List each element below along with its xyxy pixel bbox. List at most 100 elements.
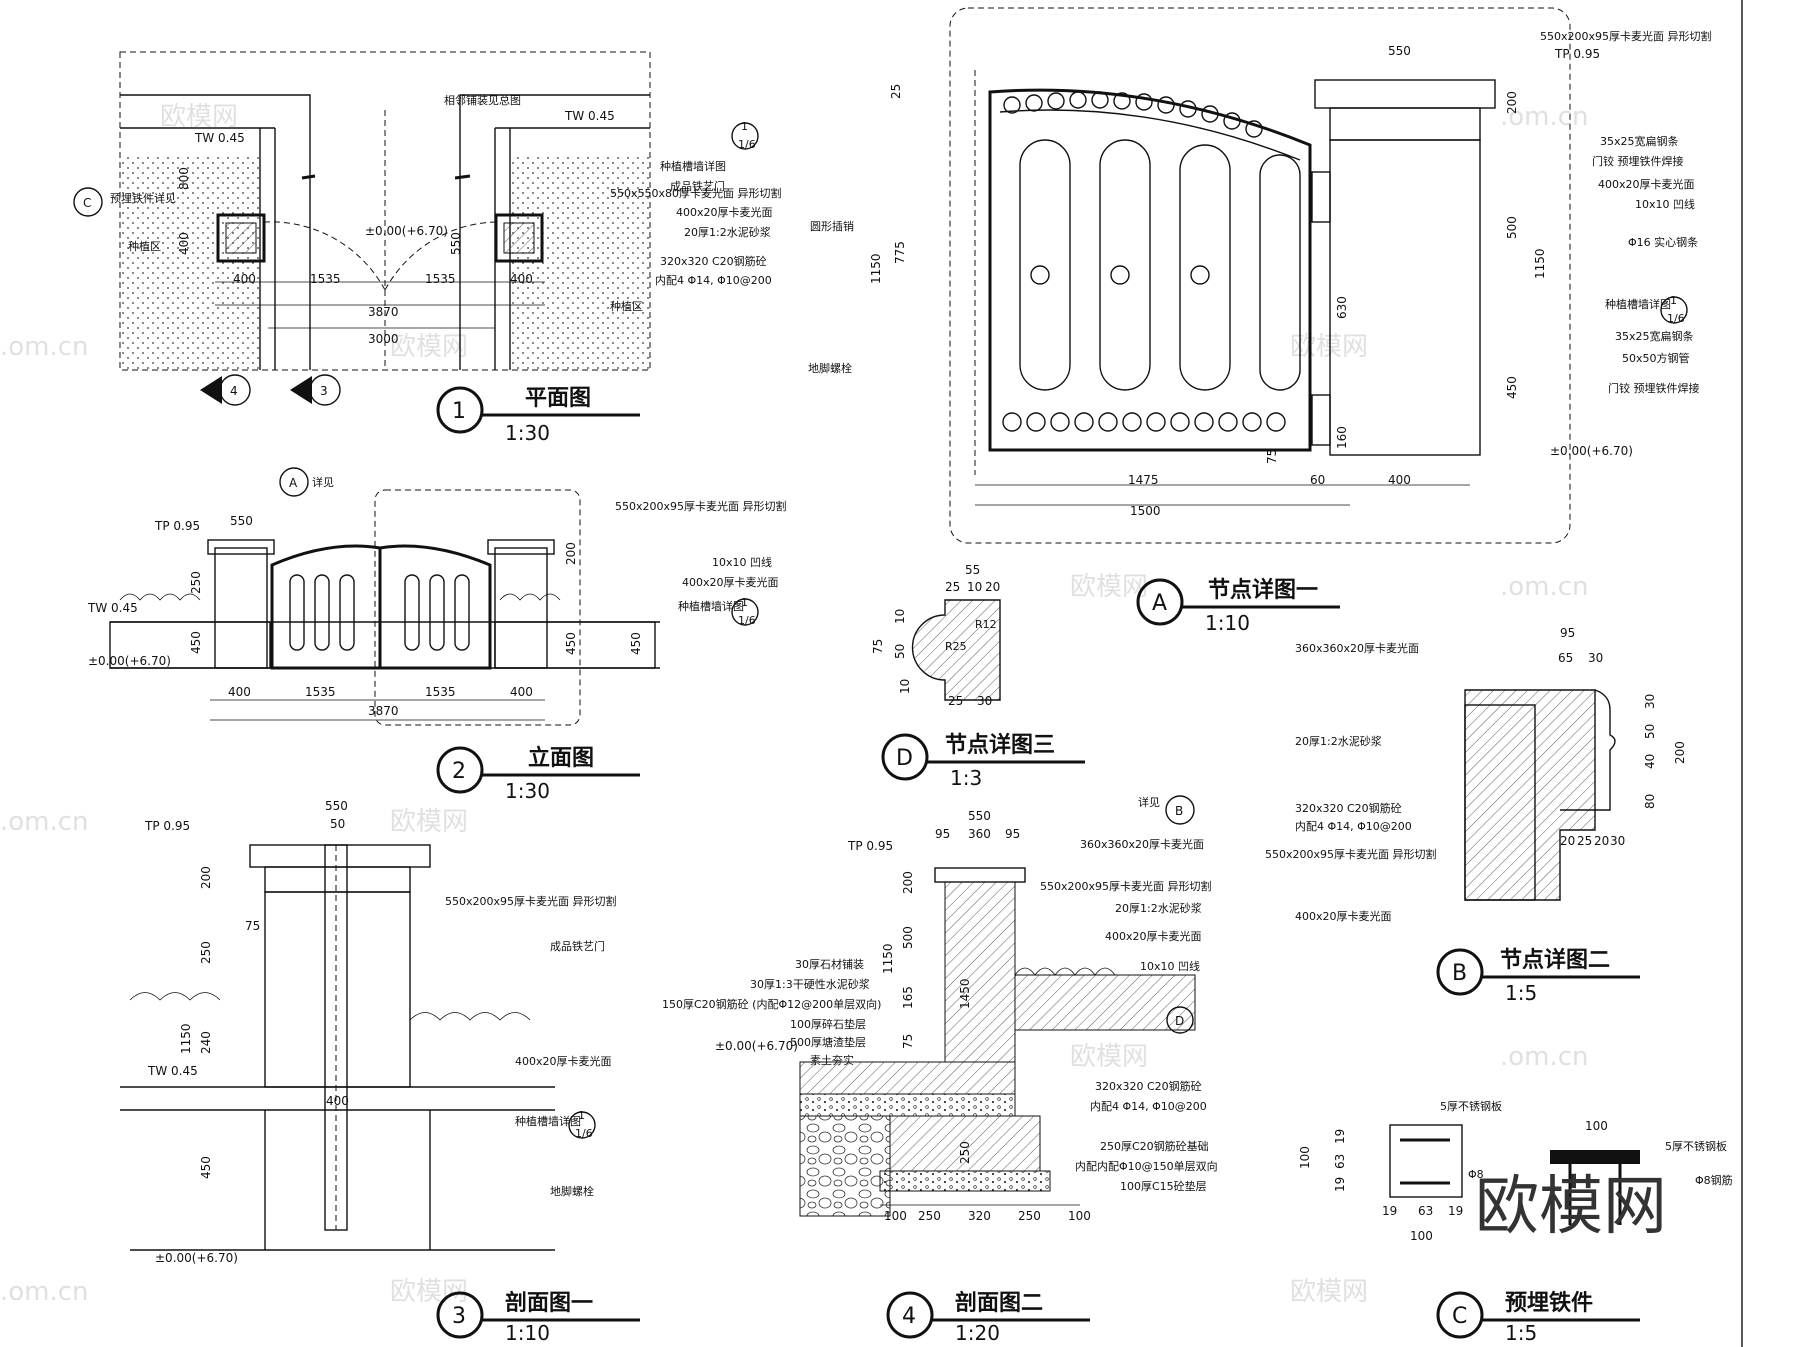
s2-column-note: 320x320 C20钢筋砼 [1095,1079,1202,1093]
B-dim-200: 200 [1673,741,1687,764]
s2-number: 4 [902,1304,916,1329]
B-dim-20b: 20 [1594,834,1609,848]
A-hinge1-note: 门铰 预埋铁件焊接 [1592,154,1684,168]
C-dim-100c: 100 [1585,1119,1608,1133]
A-angle1-note: 35x25宽扁钢条 [1600,134,1679,148]
elev-dim-1535a: 1535 [305,685,336,699]
molding-profile-D [911,599,1001,701]
s1-detail-ref-sheet: 1/6 [575,1127,593,1140]
plan-panel-note: 400x20厚卡麦光面 [676,205,773,219]
s1-dim-250: 250 [199,941,213,964]
plan-view: 400 1535 1535 400 3870 3000 800 400 550 … [73,51,782,445]
watermark-brand: 欧模网 [390,807,468,837]
s1-dim-1150: 1150 [179,1023,193,1054]
elev-dim-450b: 450 [564,632,578,655]
cut-arrow-3 [290,376,312,404]
watermark-brand: 欧模网 [390,332,468,362]
C-number: C [1452,1304,1467,1329]
s2-dim-95b: 95 [1005,827,1020,841]
cap-base [1329,107,1481,141]
A-dim-450: 450 [1505,376,1519,399]
cut-arrow-bubble [309,374,341,406]
A-tube-note: 50x50方钢管 [1622,351,1690,365]
pillar-A [1329,139,1481,456]
elev-dim-450c: 450 [629,632,643,655]
elev-dim-550: 550 [230,514,253,528]
D-dim-10b: 10 [893,609,907,624]
elev-ref-tag: A [289,476,298,490]
elev-tp: TP 0.95 [154,519,200,533]
gate-leaf [454,174,471,180]
s2-scale: 1:20 [955,1321,1000,1345]
D-number: D [896,746,913,771]
s1-scale: 1:10 [505,1321,550,1345]
plan-title: 平面图 [525,386,591,411]
s2-dim-165: 165 [901,986,915,1009]
plan-scale: 1:30 [505,421,550,445]
elev-dim-200: 200 [564,542,578,565]
view-number-bubble [886,1291,934,1339]
detail-ref-num: 1 [741,120,748,133]
B-dim-30b: 30 [1643,694,1657,709]
B-title: 节点详图二 [1500,947,1610,973]
watermark-site: .om.cn [1500,102,1589,132]
s2-cap-note: 550x200x95厚卡麦光面 异形切割 [1040,879,1212,893]
s2-dim-250a: 250 [918,1209,941,1223]
pillar-s1 [264,891,411,1088]
base-layer-s2 [879,1170,1051,1192]
plan-cap-note: 550x550x80厚卡麦光面 异形切割 [610,186,782,200]
cut-label-4: 4 [230,384,238,398]
A-detail-ref-num: 1 [1670,294,1677,307]
plan-tw-right: TW 0.45 [564,109,615,123]
s2-panel-note: 400x20厚卡麦光面 [1105,929,1202,943]
A-groove-note: 10x10 凹线 [1635,197,1695,211]
s1-title: 剖面图一 [505,1290,593,1316]
s2-paving1: 30厚石材铺装 [795,957,864,971]
B-cap-note: 550x200x95厚卡麦光面 异形切割 [1265,847,1437,861]
watermarks: .om.cn 欧模网 欧模网 欧模网 .om.cn 欧模网 .om.cn 欧模网… [0,102,1589,1307]
view-number-bubble [881,733,929,781]
plants [1014,967,1116,976]
D-dim-75: 75 [871,639,885,654]
watermark-brand: 欧模网 [1290,332,1368,362]
watermark-brand: 欧模网 [1070,1042,1148,1072]
plan-dim-800: 800 [177,167,191,190]
s2-tp: TP 0.95 [847,839,893,853]
A-latch-note: 圆形插销 [810,219,854,233]
D-dim-10c: 10 [898,679,912,694]
cut-label-3: 3 [320,384,328,398]
B-dim-95: 95 [1560,626,1575,640]
cap-stone-A [1314,79,1496,109]
plan-embed-note: 预埋铁件详见 [110,191,176,205]
s2-dim-250b: 250 [1018,1209,1041,1223]
paving-edge-right [459,94,650,370]
s2-dim-1450: 1450 [958,978,972,1009]
C-scale: 1:5 [1505,1321,1537,1345]
D-r12: R12 [975,618,997,631]
D-dim-25: 25 [945,580,960,594]
A-tp: TP 0.95 [1554,47,1600,61]
elev-number: 2 [452,759,466,784]
gravel-layer-s2 [799,1093,1016,1117]
watermark-brand: 欧模网 [1290,1277,1368,1307]
plan-elev: ±0.00(+6.70) [365,224,448,238]
s2-datum: ±0.00(+6.70) [715,1039,798,1053]
gate-swing-left [263,221,386,291]
ref-bubble [1165,795,1195,825]
detail-ref-sheet: 1/6 [738,138,756,151]
paving-slab-s2 [799,1061,1016,1095]
A-dim-75-bottom: 75 [1265,449,1279,464]
s2-dim-500: 500 [901,926,915,949]
plan-mortar-note: 20厚1:2水泥砂浆 [684,225,771,239]
s2-dim-250v: 250 [958,1141,972,1164]
B-scale: 1:5 [1505,981,1537,1005]
s2-dim-100b: 100 [1068,1209,1091,1223]
elev-dim-250: 250 [189,571,203,594]
A-angle2-note: 35x25宽扁钢条 [1615,329,1694,343]
plan-tw-left: TW 0.45 [194,131,245,145]
embed-plate-side [1550,1150,1640,1164]
s2-base-note: 100厚C15砼垫层 [1120,1179,1207,1193]
plants-s1 [129,992,531,1021]
s2-paving5: 500厚塘渣垫层 [790,1035,866,1049]
